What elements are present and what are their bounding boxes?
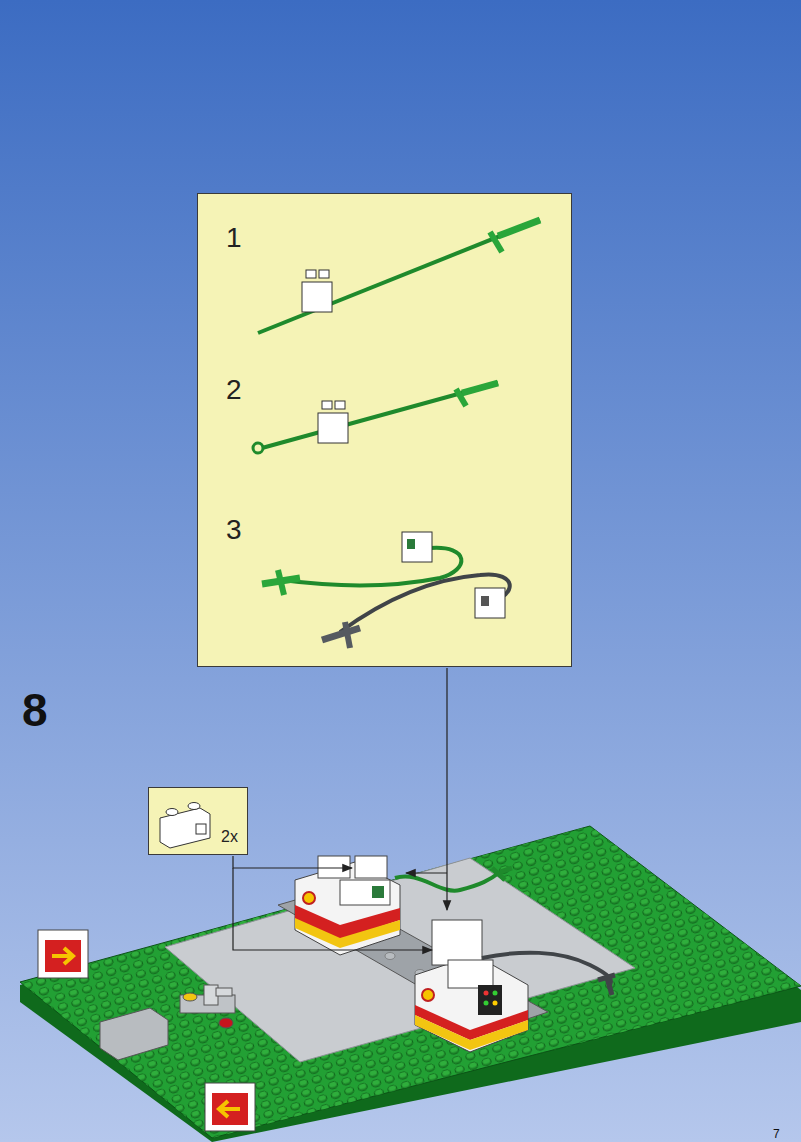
step-number: 8 xyxy=(22,683,48,737)
bench-bricks xyxy=(100,1008,168,1060)
callout-number: 2 xyxy=(226,374,242,406)
baseplate-studs xyxy=(20,826,801,1138)
air-pump xyxy=(180,985,235,1028)
fuel-pump xyxy=(295,856,400,955)
clip-brick xyxy=(160,803,210,849)
callout-number: 1 xyxy=(226,222,242,254)
island-studs xyxy=(295,902,515,1024)
hose-assembly xyxy=(253,383,498,453)
green-hose xyxy=(395,872,500,891)
arrow-sign xyxy=(205,1083,255,1131)
page-number: 7 xyxy=(773,1127,780,1141)
callout-number: 2x xyxy=(221,828,238,846)
grey-hose xyxy=(482,953,611,988)
instruction-box: 2x xyxy=(148,787,248,855)
hose-assembly xyxy=(262,532,510,648)
callout-number: 3 xyxy=(226,514,242,546)
fuel-pump xyxy=(415,920,528,1052)
hose-nozzle xyxy=(598,975,615,995)
baseplate xyxy=(20,826,801,1138)
hose-assembly xyxy=(258,220,540,333)
hose-nozzle xyxy=(492,868,512,880)
road-plate xyxy=(165,858,635,1062)
instruction-box: 1 2 3 xyxy=(197,193,572,667)
leader-arrow xyxy=(233,668,447,950)
arrow-sign xyxy=(38,930,88,978)
